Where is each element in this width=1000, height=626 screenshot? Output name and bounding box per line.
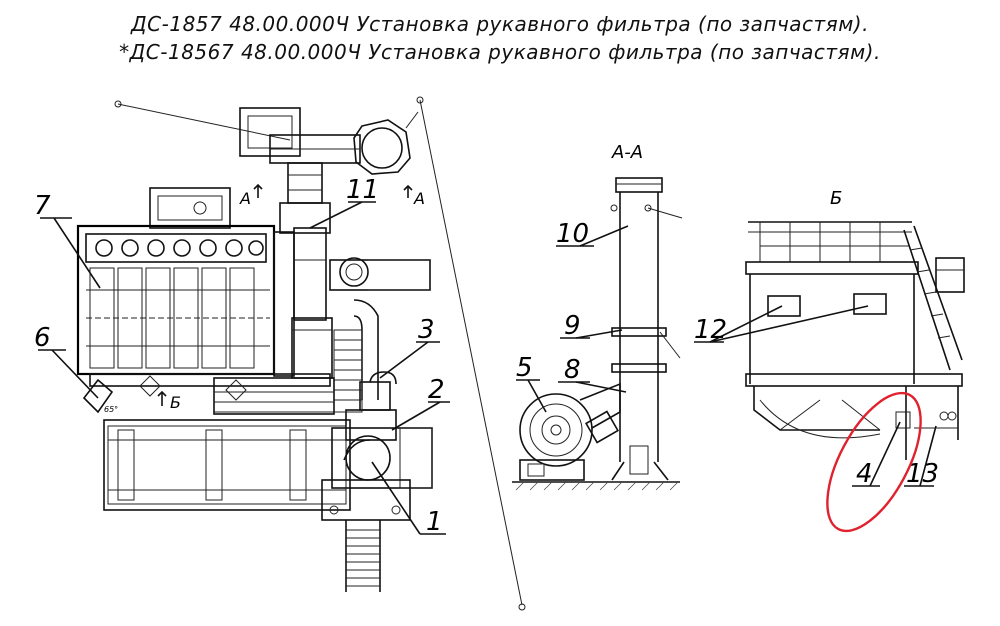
callout-12: 12 <box>694 315 727 345</box>
rhomb-fittings <box>139 375 247 401</box>
callout-3: 3 <box>418 315 435 345</box>
plan-view: А А <box>76 96 526 611</box>
drawing-title-line-1: ДС-1857 48.00.000Ч Установка рукавного ф… <box>131 12 869 36</box>
callout-6: 6 <box>34 323 51 353</box>
section-a-a-view: А-А <box>512 142 683 491</box>
callout-2: 2 <box>428 375 445 405</box>
filter-rings <box>95 239 264 257</box>
callout-5: 5 <box>516 353 533 383</box>
section-label: А-А <box>611 142 643 163</box>
callout-4: 4 <box>856 459 873 489</box>
conveyor-segments <box>108 429 346 501</box>
callout-1: 1 <box>426 507 443 537</box>
callout-8: 8 <box>564 355 581 385</box>
section-mark-right: А <box>413 189 425 208</box>
drawing-title-line-2: *ДС-18567 48.00.000Ч Установка рукавного… <box>119 40 881 64</box>
callout-leaders <box>38 201 937 535</box>
angle-note: 65° <box>104 405 118 414</box>
railing <box>759 222 910 262</box>
callout-11: 11 <box>346 175 379 205</box>
callout-7: 7 <box>34 191 51 221</box>
section-mark-left: А <box>239 189 251 208</box>
callout-9: 9 <box>564 311 581 341</box>
callout-10: 10 <box>556 219 589 249</box>
stairs-view-b <box>903 225 965 371</box>
callout-numbers: 7 6 11 3 2 1 10 9 8 5 12 4 13 <box>34 175 939 537</box>
highlight-ellipse <box>826 391 922 533</box>
view-label: Б <box>830 188 842 209</box>
stairs-lower <box>345 520 381 592</box>
stairs-upper <box>333 329 363 413</box>
view-mark: Б <box>170 393 181 412</box>
ground-hatch <box>515 481 679 491</box>
filter-bag-panels <box>86 267 270 369</box>
view-b: Б <box>745 188 965 460</box>
